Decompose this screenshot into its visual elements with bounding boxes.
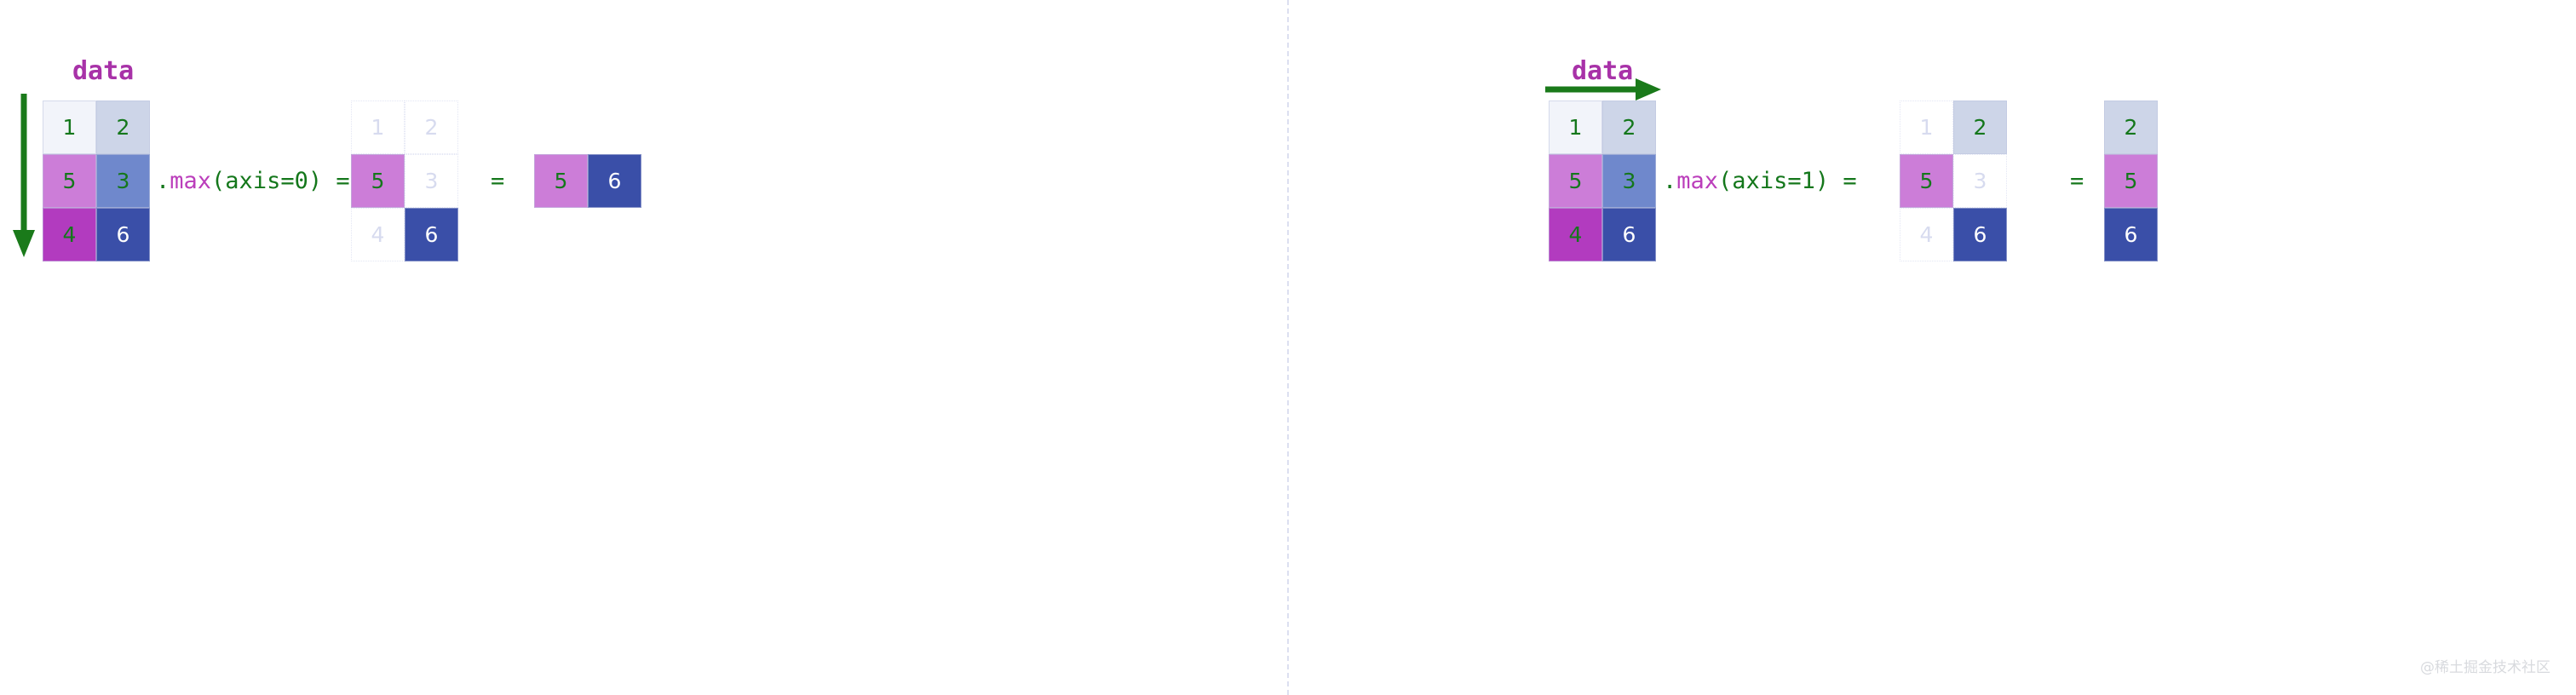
result-matrix-left-cell: 6 xyxy=(588,154,641,208)
axis-arrow-right-icon xyxy=(1544,75,1663,107)
source-matrix-right-cell: 6 xyxy=(1602,208,1656,261)
source-matrix-right-cell: 1 xyxy=(1549,101,1602,154)
source-matrix-right-cell: 3 xyxy=(1602,154,1656,208)
source-matrix-left-cell: 4 xyxy=(43,208,96,261)
masked-matrix-left-cell: 4 xyxy=(351,208,405,261)
code-prefix: . xyxy=(156,168,170,194)
result-matrix-right-cell: 2 xyxy=(2104,101,2158,154)
panel-divider xyxy=(1287,0,1289,695)
equals-sign-right: = xyxy=(2070,168,2084,194)
data-label-right: data xyxy=(1572,56,1634,86)
source-matrix-left-cell: 3 xyxy=(96,154,150,208)
result-matrix-right-cell: 6 xyxy=(2104,208,2158,261)
code-function-name: max xyxy=(1676,168,1719,194)
code-suffix: (axis=1) = xyxy=(1718,168,1857,194)
watermark: @稀土掘金技术社区 xyxy=(2420,659,2550,676)
masked-matrix-left-cell: 2 xyxy=(405,101,458,154)
code-function-name: max xyxy=(170,168,212,194)
source-matrix-right-cell: 2 xyxy=(1602,101,1656,154)
data-label-left: data xyxy=(72,56,135,86)
source-matrix-right-cell: 4 xyxy=(1549,208,1602,261)
masked-matrix-right-cell: 2 xyxy=(1953,101,2007,154)
masked-matrix-right-cell: 1 xyxy=(1900,101,1953,154)
masked-matrix-left-cell: 1 xyxy=(351,101,405,154)
result-matrix-left-cell: 5 xyxy=(534,154,588,208)
source-matrix-right-cell: 5 xyxy=(1549,154,1602,208)
masked-matrix-left-cell: 6 xyxy=(405,208,458,261)
source-matrix-left-cell: 1 xyxy=(43,101,96,154)
source-matrix-left-cell: 5 xyxy=(43,154,96,208)
code-expression-left: .max(axis=0) = xyxy=(156,168,350,194)
axis-arrow-down-icon xyxy=(9,92,39,262)
result-matrix-right-cell: 5 xyxy=(2104,154,2158,208)
masked-matrix-left-cell: 5 xyxy=(351,154,405,208)
masked-matrix-right-cell: 6 xyxy=(1953,208,2007,261)
masked-matrix-right-cell: 5 xyxy=(1900,154,1953,208)
code-suffix: (axis=0) = xyxy=(211,168,350,194)
masked-matrix-right-cell: 4 xyxy=(1900,208,1953,261)
equals-sign-left: = xyxy=(491,168,505,194)
source-matrix-left-cell: 2 xyxy=(96,101,150,154)
source-matrix-left-cell: 6 xyxy=(96,208,150,261)
masked-matrix-right-cell: 3 xyxy=(1953,154,2007,208)
code-expression-right: .max(axis=1) = xyxy=(1663,168,1857,194)
code-prefix: . xyxy=(1663,168,1677,194)
masked-matrix-left-cell: 3 xyxy=(405,154,458,208)
